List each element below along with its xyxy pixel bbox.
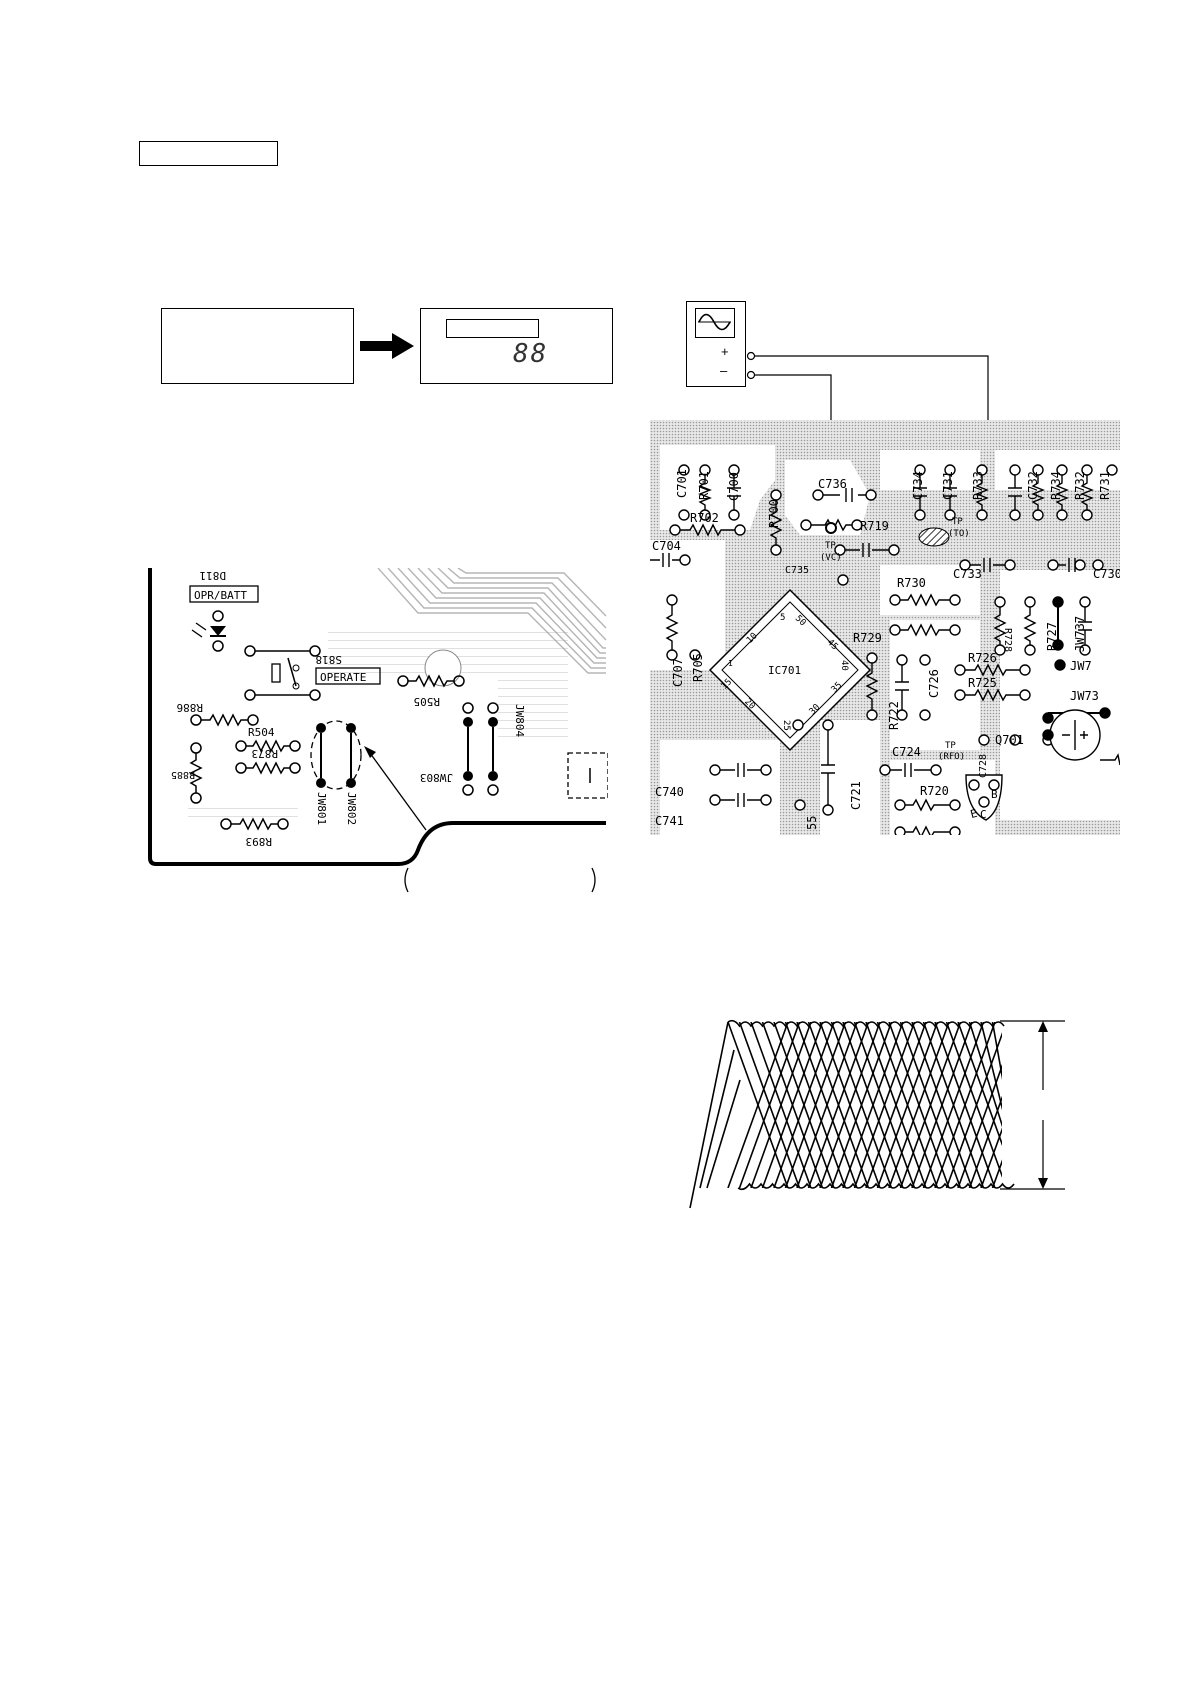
label-jw801: JW801: [315, 792, 328, 825]
svg-text:1: 1: [728, 659, 733, 668]
label-r726: R726: [968, 651, 997, 665]
label-r730: R730: [897, 576, 926, 590]
label-operate: OPERATE: [320, 671, 366, 684]
label-ic701: IC701: [768, 664, 801, 677]
svg-text:25: 25: [781, 720, 791, 731]
label-tp-rfo-1: TP: [945, 741, 956, 751]
label-c732: C732: [1026, 471, 1040, 500]
display-indicator-bar: [446, 319, 539, 338]
oscilloscope-screen: [695, 308, 735, 338]
label-tp-to-1: TP: [952, 517, 963, 527]
label-tp-rfo-2: (RFO): [938, 752, 965, 762]
label-r733: R733: [971, 471, 985, 500]
label-r722: R722: [887, 701, 901, 730]
label-c700: C700: [727, 472, 741, 501]
label-b: B: [991, 788, 998, 801]
label-r893: R893: [246, 835, 273, 848]
display-box-after: 88: [420, 308, 613, 384]
label-c707: C707: [671, 658, 685, 687]
label-c734: C734: [911, 471, 925, 500]
label-r702: R702: [690, 511, 719, 525]
label-r719: R719: [860, 519, 889, 533]
label-r725: R725: [968, 676, 997, 690]
label-d811: D811: [200, 569, 227, 582]
label-r700: R700: [767, 499, 781, 528]
label-c701: C701: [675, 469, 689, 498]
label-r720: R720: [920, 784, 949, 798]
label-c736: C736: [818, 477, 847, 491]
pcb-left-diagram: D811 OPR/BATT S818 OPERATE R505 R886 R50…: [148, 568, 608, 893]
label-c741: C741: [655, 814, 684, 828]
label-c735: C735: [785, 565, 809, 576]
label-r732: R732: [1073, 471, 1087, 500]
label-c733: C733: [953, 567, 982, 581]
label-tp-vc-1: TP: [825, 541, 836, 551]
label-tp-to-2: (TO): [948, 529, 970, 539]
probe-minus-label: –: [720, 363, 728, 378]
label-jw737: JW737: [1073, 616, 1087, 652]
label-tp-vc-2: (VC): [820, 553, 842, 563]
label-r701: R701: [697, 471, 711, 500]
label-c704: C704: [652, 539, 681, 553]
label-q701: Q701: [995, 733, 1024, 747]
label-jw803: JW803: [420, 771, 453, 784]
oscilloscope-box: + –: [686, 301, 746, 387]
arrow-down-icon: [1038, 1178, 1048, 1189]
label-c: C: [980, 808, 987, 821]
label-c724: C724: [892, 745, 921, 759]
svg-text:40: 40: [839, 660, 849, 671]
probe-plus-label: +: [721, 344, 729, 359]
label-c721: C721: [849, 781, 863, 810]
label-r885: R885: [171, 769, 195, 780]
label-r727: R727: [1045, 622, 1059, 651]
display-digits: 88: [513, 339, 549, 369]
label-r728: R728: [1002, 628, 1013, 652]
label-r886: R886: [177, 701, 204, 714]
label-jw802: JW802: [345, 792, 358, 825]
label-e: E: [969, 807, 979, 821]
label-c730: C730: [1093, 567, 1120, 581]
section-header-box: [139, 141, 278, 166]
sine-wave-icon: [698, 313, 731, 331]
label-c728: C728: [978, 754, 989, 778]
arrow-up-icon: [1038, 1021, 1048, 1032]
pcb-right-diagram: IC701 1 5 10 15 20 25 30 35 40 45 50: [650, 351, 1120, 835]
label-c726: C726: [927, 669, 941, 698]
label-r705: R705: [691, 653, 705, 682]
label-r505: R505: [414, 695, 441, 708]
svg-text:5: 5: [780, 613, 785, 623]
ic701-chip: IC701 1 5 10 15 20 25 30 35 40 45 50: [708, 588, 872, 752]
label-c731: C731: [941, 471, 955, 500]
label-r734: R734: [1049, 471, 1063, 500]
display-box-before: [161, 308, 354, 384]
rf-eye-pattern-waveform: [689, 1019, 1065, 1209]
label-r729: R729: [853, 631, 882, 645]
label-jw7a: JW7: [1070, 659, 1092, 673]
label-opr-batt: OPR/BATT: [194, 589, 247, 602]
label-s818: S818: [316, 653, 343, 666]
label-c755: 55: [805, 816, 819, 830]
arrow-right-icon: [360, 333, 414, 359]
label-r731: R731: [1098, 471, 1112, 500]
label-r504: R504: [248, 726, 275, 739]
label-c740: C740: [655, 785, 684, 799]
label-jw804: JW804: [513, 704, 526, 737]
label-r873: R873: [252, 747, 279, 760]
label-jw73: JW73: [1070, 689, 1099, 703]
